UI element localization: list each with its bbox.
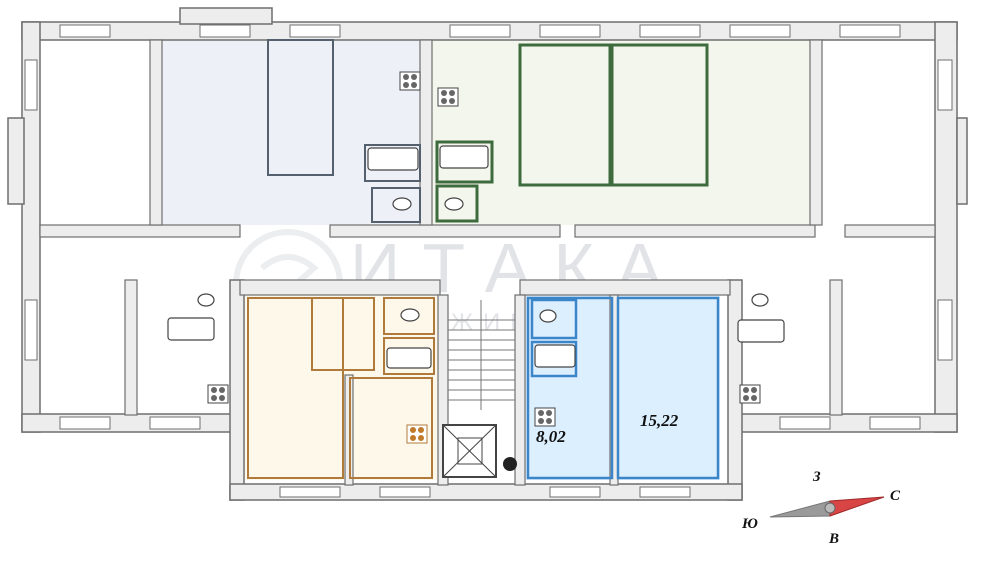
wall-left-bay [7, 117, 25, 205]
toilet-icon [539, 309, 557, 323]
apartment-fills [160, 40, 810, 480]
bathtub-icon [534, 344, 576, 368]
apartment-top-left-blue [160, 40, 422, 225]
bathtub-icon [167, 317, 215, 341]
bathtub-icon [737, 319, 785, 343]
compass-south-label: Ю [741, 516, 758, 532]
bathtubs [167, 145, 785, 369]
riser-icon [503, 457, 517, 471]
compass-north-arrow [829, 496, 885, 517]
apartment-bottom-beige [244, 295, 438, 480]
compass-south-arrow [769, 500, 831, 518]
bathtub-icon [386, 347, 432, 369]
stove-icon [437, 87, 459, 107]
stove-icon [534, 407, 556, 427]
area-label-room: 15,22 [640, 411, 679, 430]
wall-right-bay [956, 117, 968, 205]
beige-apartment-walls [247, 297, 435, 479]
stove-icon [399, 71, 421, 91]
green-apartment-walls [435, 43, 709, 223]
bathtub-icon [439, 145, 489, 169]
toilet-icon [751, 293, 769, 307]
toilet-icon [444, 197, 464, 211]
compass-east-label: В [828, 531, 839, 547]
wall-bottom-right [739, 413, 958, 433]
toilet-icon [392, 197, 412, 211]
area-label-kitchen: 8,02 [536, 427, 566, 446]
interior-walls [39, 39, 936, 486]
compass: С Ю З В [741, 469, 901, 547]
apartment-selected [525, 295, 720, 480]
windows [24, 24, 953, 498]
toilet-icon [400, 308, 420, 322]
toilet-icon [197, 293, 215, 307]
compass-north-label: С [890, 488, 901, 504]
selected-apartment-walls [526, 296, 720, 480]
wall-center-left [229, 279, 245, 501]
stairwell [442, 300, 517, 478]
compass-center [824, 502, 836, 514]
blue-apartment-walls [267, 39, 421, 223]
bathtub-icon [367, 147, 419, 171]
compass-west-label: З [812, 469, 821, 485]
stove-icon [739, 384, 761, 404]
toilets [197, 197, 769, 323]
wall-top-bump [179, 7, 273, 25]
stoves [207, 71, 761, 444]
apartment-top-center-green [430, 40, 810, 225]
wall-center-bottom [229, 483, 743, 501]
stove-icon [406, 424, 428, 444]
stove-icon [207, 384, 229, 404]
